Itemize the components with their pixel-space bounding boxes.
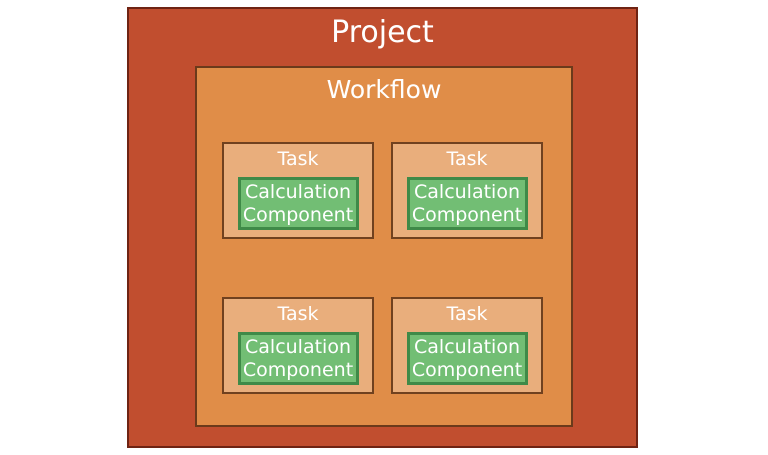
calculation-component-box: Calculation Component bbox=[237, 332, 359, 385]
task-label: Task bbox=[446, 303, 488, 325]
task-label: Task bbox=[277, 148, 319, 170]
calculation-component-label: Calculation Component bbox=[411, 335, 523, 381]
task-label: Task bbox=[277, 303, 319, 325]
calculation-component-label: Calculation Component bbox=[411, 180, 523, 226]
calculation-component-label: Calculation Component bbox=[242, 335, 354, 381]
task-box-top-right: Task Calculation Component bbox=[391, 142, 543, 239]
calculation-component-box: Calculation Component bbox=[406, 177, 528, 230]
calculation-component-box: Calculation Component bbox=[237, 177, 359, 230]
task-box-bottom-right: Task Calculation Component bbox=[391, 297, 543, 394]
project-container: Project Workflow Task Calculation Compon… bbox=[127, 7, 638, 448]
workflow-container: Workflow Task Calculation Component Task… bbox=[195, 66, 573, 427]
task-box-top-left: Task Calculation Component bbox=[222, 142, 374, 239]
calculation-component-label: Calculation Component bbox=[242, 180, 354, 226]
workflow-label: Workflow bbox=[326, 75, 442, 104]
calculation-component-box: Calculation Component bbox=[406, 332, 528, 385]
project-label: Project bbox=[331, 15, 434, 50]
task-grid: Task Calculation Component Task Calculat… bbox=[222, 142, 543, 394]
task-box-bottom-left: Task Calculation Component bbox=[222, 297, 374, 394]
task-label: Task bbox=[446, 148, 488, 170]
